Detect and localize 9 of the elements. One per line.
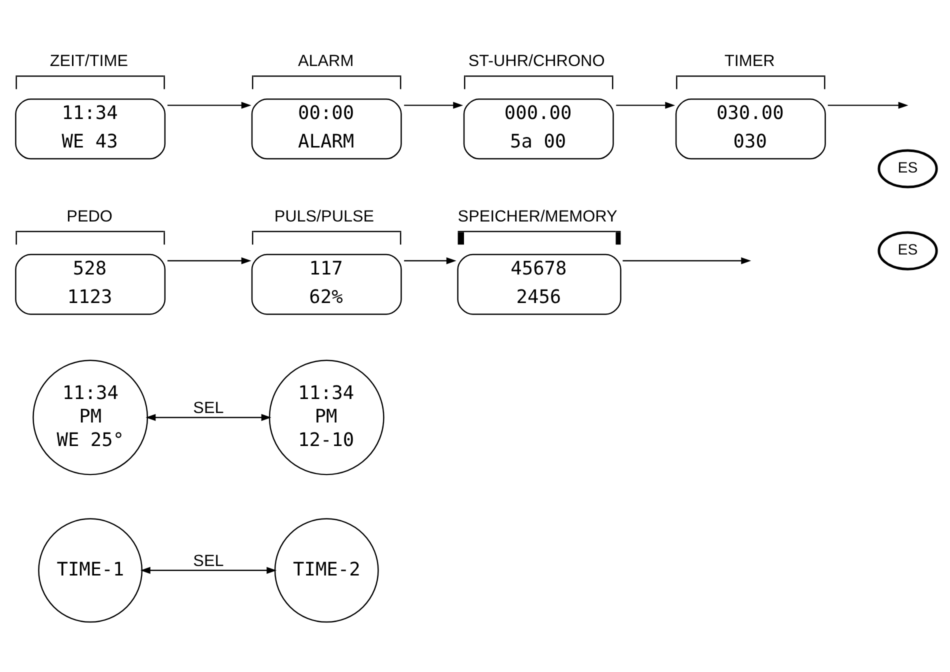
edge-label: SEL bbox=[193, 552, 224, 570]
edge-label: SEL bbox=[193, 398, 224, 417]
node-label: PULS/PULSE bbox=[274, 207, 374, 226]
node-label: PEDO bbox=[66, 207, 112, 226]
node-label: ST-UHR/CHRONO bbox=[468, 52, 605, 70]
node-label: ALARM bbox=[298, 52, 354, 70]
node-label: ZEIT/TIME bbox=[50, 52, 128, 70]
node-label: TIMER bbox=[724, 52, 775, 70]
node-label: SPEICHER/MEMORY bbox=[458, 207, 618, 226]
